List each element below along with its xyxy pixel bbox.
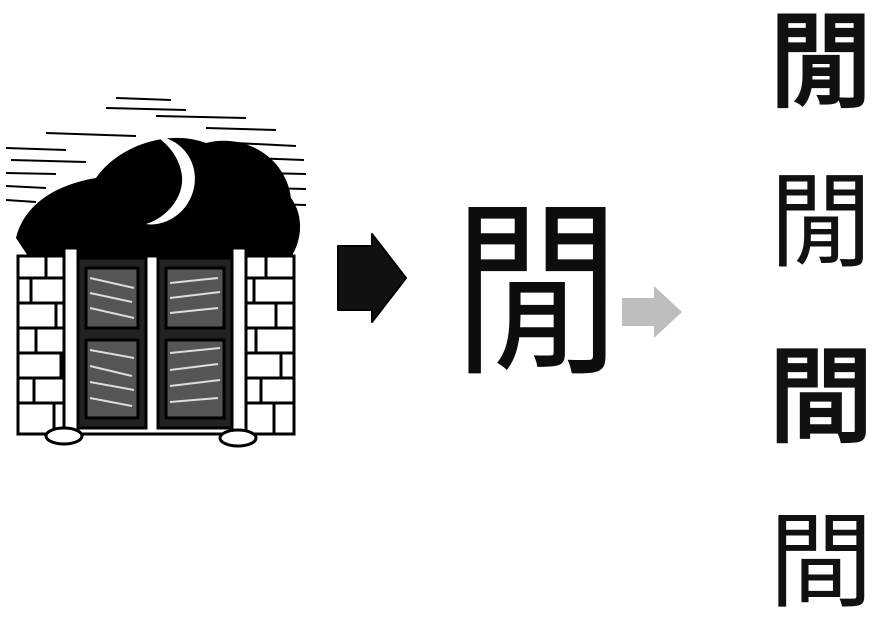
script-form-glyph: 閒 [760, 170, 882, 274]
right-door-post [232, 248, 246, 434]
right-arrow-icon [336, 232, 408, 324]
left-door [78, 258, 146, 428]
script-form-glyph: 間 [760, 345, 882, 449]
script-forms-column: 閒 閒 間 間 [760, 0, 882, 634]
right-arrow-icon [620, 284, 684, 340]
right-door [158, 258, 232, 428]
seal-script-glyph: 閒 [452, 198, 584, 388]
left-door-post [64, 248, 78, 434]
script-form-glyph: 閒 [760, 10, 882, 114]
script-form-glyph: 間 [760, 510, 882, 614]
moon-between-doors-icon [6, 88, 306, 458]
